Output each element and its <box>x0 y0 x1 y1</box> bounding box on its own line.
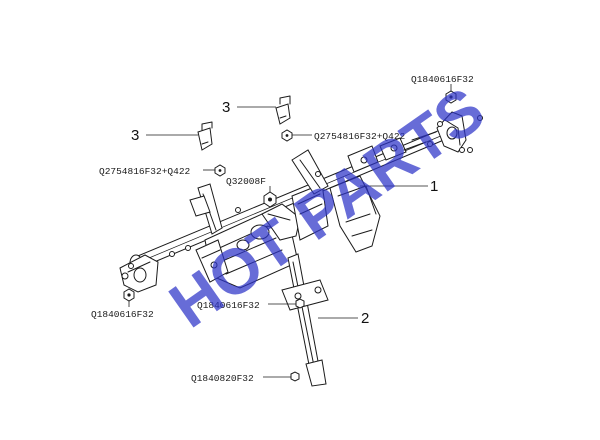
fastener-q2754816-left <box>214 164 226 177</box>
label-q2754816-right: Q2754816F32+Q422 <box>314 131 406 142</box>
bracket-part3-lower <box>197 121 213 151</box>
label-q1840616-top: Q1840616F32 <box>411 74 474 85</box>
label-q32008: Q32008F <box>226 176 266 187</box>
lower-support-bar <box>281 253 329 387</box>
fastener-q2754816-right <box>281 129 293 142</box>
label-q1840820: Q1840820F32 <box>191 373 254 384</box>
steering-column-support <box>195 203 301 289</box>
fastener-left-bottom <box>123 288 135 302</box>
left-support-bracket <box>189 183 223 235</box>
callout-3-lower: 3 <box>131 127 139 144</box>
label-q2754816-left: Q2754816F32+Q422 <box>99 166 191 177</box>
callout-1: 1 <box>430 178 438 195</box>
fastener-bottom <box>290 371 300 382</box>
callout-3-upper: 3 <box>222 99 230 116</box>
beam-nuts <box>169 115 483 257</box>
fastener-center <box>295 298 305 309</box>
callout-2: 2 <box>361 310 369 327</box>
left-end-bracket <box>119 254 159 293</box>
upper-center-bracket <box>291 131 437 195</box>
label-q1840616-left: Q1840616F32 <box>91 309 154 320</box>
leader-lines <box>128 84 452 378</box>
bracket-part3-upper <box>275 95 291 125</box>
label-q1840616-mid: Q1840616F32 <box>197 300 260 311</box>
right-end-bracket <box>436 111 467 153</box>
